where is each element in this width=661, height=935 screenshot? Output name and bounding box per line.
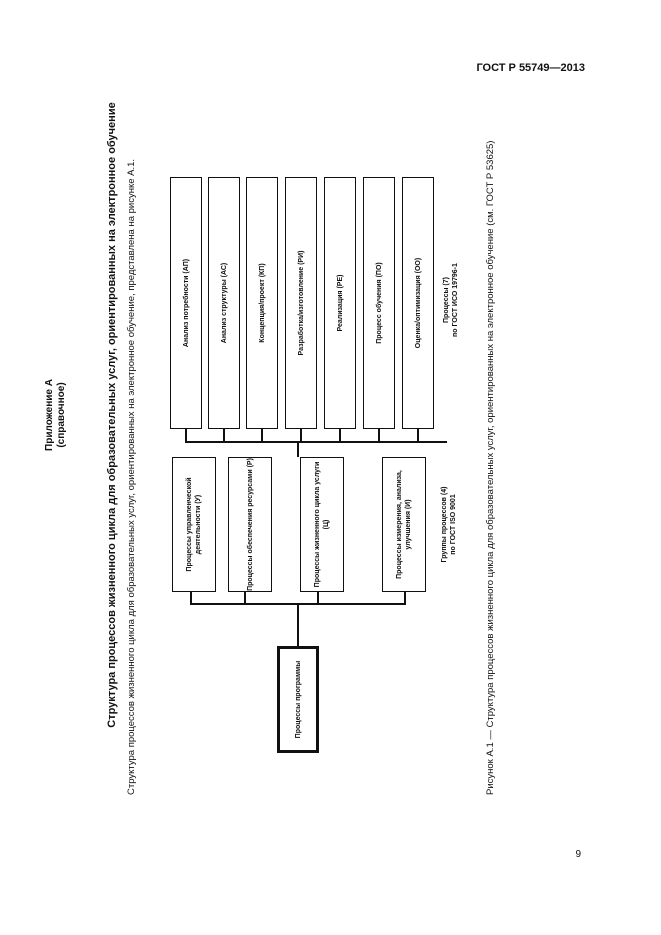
connector-mid (297, 442, 299, 457)
connector-group-4 (404, 592, 406, 605)
rotated-page-content: Приложение А (справочное) Структура проц… (0, 35, 560, 795)
connector-process-6 (378, 429, 380, 443)
process-box-development: Разработка/изготовление (РИ) (285, 177, 317, 429)
process-box-evaluation: Оценка/оптимизация (ОО) (402, 177, 434, 429)
process-box-structure-analysis: Анализ структуры (АС) (208, 177, 240, 429)
connector-groups-bus (190, 603, 406, 605)
connector-group-3 (317, 592, 319, 605)
figure-caption: Рисунок А.1 — Структура процессов жизнен… (485, 140, 496, 795)
group-box-resources: Процессы обеспечения ресурсами (Р) (228, 457, 272, 592)
annex-title: Приложение А (44, 379, 55, 451)
processes-label-line1: Процессы (7) (443, 277, 450, 323)
root-process-label: Процессы программы (294, 660, 302, 739)
connector-process-4 (300, 429, 302, 443)
connector-group-2 (244, 592, 246, 605)
process-label-needs-analysis: Анализ потребности (АП) (182, 258, 190, 348)
annex-subtitle: (справочное) (56, 382, 67, 448)
root-process-box: Процессы программы (277, 646, 319, 753)
group-box-management: Процессы управленческой деятельности (У) (172, 457, 216, 592)
process-label-learning: Процесс обучения (ПО) (375, 262, 383, 344)
process-label-development: Разработка/изготовление (РИ) (297, 250, 305, 356)
connector-process-2 (223, 429, 225, 443)
group-label-measurement: Процессы измерения, анализа, улучшения (… (396, 470, 412, 579)
process-box-concept: Концепция/проект (КП) (246, 177, 278, 429)
groups-label: Группы процессов (4) по ГОСТ ISO 9001 (440, 457, 458, 592)
process-label-structure-analysis: Анализ структуры (АС) (220, 262, 228, 344)
connector-process-5 (339, 429, 341, 443)
connector-process-7 (417, 429, 419, 443)
connector-process-1 (185, 429, 187, 443)
intro-paragraph: Структура процессов жизненного цикла для… (126, 158, 137, 795)
connector-group-1 (190, 592, 192, 605)
annex-heading: Приложение А (справочное) (44, 35, 68, 795)
group-box-lifecycle: Процессы жизненного цикла услуги (Ц) (300, 457, 344, 592)
groups-label-line1: Группы процессов (4) (441, 486, 448, 563)
group-label-management: Процессы управленческой деятельности (У) (186, 477, 202, 572)
processes-label: Процессы (7) по ГОСТ ИСО 19796-1 (442, 225, 460, 375)
figure-diagram: Процессы программы Процессы управленческ… (150, 35, 480, 795)
process-label-evaluation: Оценка/оптимизация (ОО) (414, 257, 422, 349)
processes-label-line2: по ГОСТ ИСО 19796-1 (452, 263, 459, 337)
process-label-implementation: Реализация (РЕ) (336, 274, 344, 332)
group-label-lifecycle: Процессы жизненного цикла услуги (Ц) (314, 461, 330, 588)
group-label-resources: Процессы обеспечения ресурсами (Р) (246, 458, 254, 591)
process-label-concept: Концепция/проект (КП) (258, 263, 266, 343)
group-box-measurement: Процессы измерения, анализа, улучшения (… (382, 457, 426, 592)
page-number: 9 (575, 849, 581, 860)
groups-label-line2: по ГОСТ ISO 9001 (450, 494, 457, 555)
document-header: ГОСТ Р 55749—2013 (476, 62, 585, 74)
process-box-learning: Процесс обучения (ПО) (363, 177, 395, 429)
connector-process-3 (261, 429, 263, 443)
process-box-needs-analysis: Анализ потребности (АП) (170, 177, 202, 429)
section-title: Структура процессов жизненного цикла для… (106, 102, 118, 728)
process-box-implementation: Реализация (РЕ) (324, 177, 356, 429)
connector-root (297, 603, 299, 646)
